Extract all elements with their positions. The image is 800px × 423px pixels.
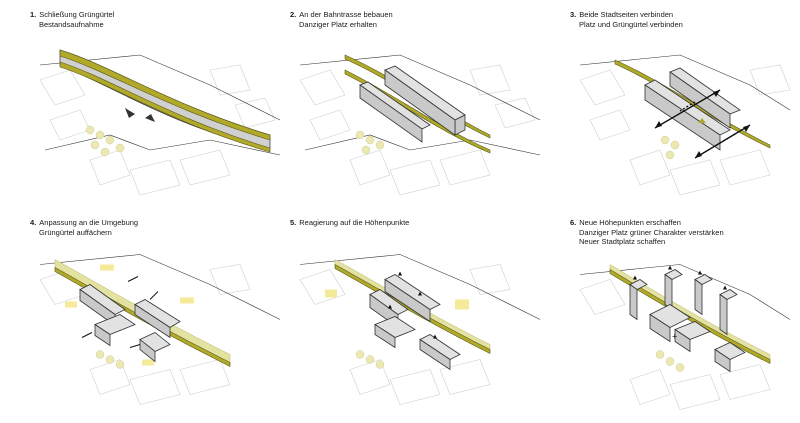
site-plan-diagram-6: + bbox=[579, 264, 791, 410]
panel-2-line2: Danziger Platz erhalten bbox=[299, 19, 377, 29]
panel-5-caption: 5.Reagierung auf die Höhenpunkte bbox=[290, 218, 409, 228]
panel-2: 2.An der Bahntrasse bebauen Danziger Pla… bbox=[290, 10, 552, 215]
panel-6-caption: 6.Neue Höhepunkten erschaffen Danziger P… bbox=[570, 218, 724, 247]
panel-1-caption: 1.Schließung Grüngürtel Bestandsaufnahme bbox=[30, 10, 114, 29]
panel-4-caption: 4.Anpassung an die Umgebung Grüngürtel a… bbox=[30, 218, 138, 237]
panel-5: 5.Reagierung auf die Höhenpunkte bbox=[290, 218, 552, 423]
panel-6-line1: Neue Höhepunkten erschaffen bbox=[579, 218, 681, 227]
panel-1-number: 1. bbox=[30, 10, 37, 19]
panel-6: + 6.Neue Höhepunkten erschaffen Danziger… bbox=[570, 218, 795, 423]
site-plan-diagram-5 bbox=[299, 254, 541, 405]
panel-1-line2: Bestandsaufnahme bbox=[39, 19, 104, 29]
panel-3-number: 3. bbox=[570, 10, 577, 19]
panel-3-line1: Beide Stadtseiten verbinden bbox=[579, 10, 674, 19]
panel-5-line1: Reagierung auf die Höhenpunkte bbox=[299, 218, 410, 227]
panel-4-line2: Grüngürtel auffächern bbox=[39, 227, 112, 237]
panel-6-number: 6. bbox=[570, 218, 577, 227]
site-plan-diagram-3 bbox=[579, 54, 791, 196]
svg-text:+: + bbox=[672, 332, 677, 342]
panel-2-line1: An der Bahntrasse bebauen bbox=[299, 10, 393, 19]
panel-3-line2: Platz und Grüngürtel verbinden bbox=[579, 19, 683, 29]
site-plan-diagram-4 bbox=[39, 254, 281, 405]
panel-4-line1: Anpassung an die Umgebung bbox=[39, 218, 139, 227]
site-plan-diagram-1 bbox=[39, 49, 281, 196]
panel-1: 1.Schließung Grüngürtel Bestandsaufnahme bbox=[30, 10, 292, 215]
panel-4-number: 4. bbox=[30, 218, 37, 227]
panel-1-line1: Schließung Grüngürtel bbox=[39, 10, 115, 19]
panel-5-number: 5. bbox=[290, 218, 297, 227]
panel-6-line3: Neuer Stadtplatz schaffen bbox=[579, 237, 666, 246]
panel-3-caption: 3.Beide Stadtseiten verbinden Platz und … bbox=[570, 10, 683, 29]
panel-4: 4.Anpassung an die Umgebung Grüngürtel a… bbox=[30, 218, 292, 423]
panel-3: 3.Beide Stadtseiten verbinden Platz und … bbox=[570, 10, 795, 215]
panel-2-caption: 2.An der Bahntrasse bebauen Danziger Pla… bbox=[290, 10, 393, 29]
site-plan-diagram-2 bbox=[299, 54, 541, 196]
panel-2-number: 2. bbox=[290, 10, 297, 19]
panel-6-line2: Danziger Platz grüner Charakter verstärk… bbox=[579, 227, 724, 237]
